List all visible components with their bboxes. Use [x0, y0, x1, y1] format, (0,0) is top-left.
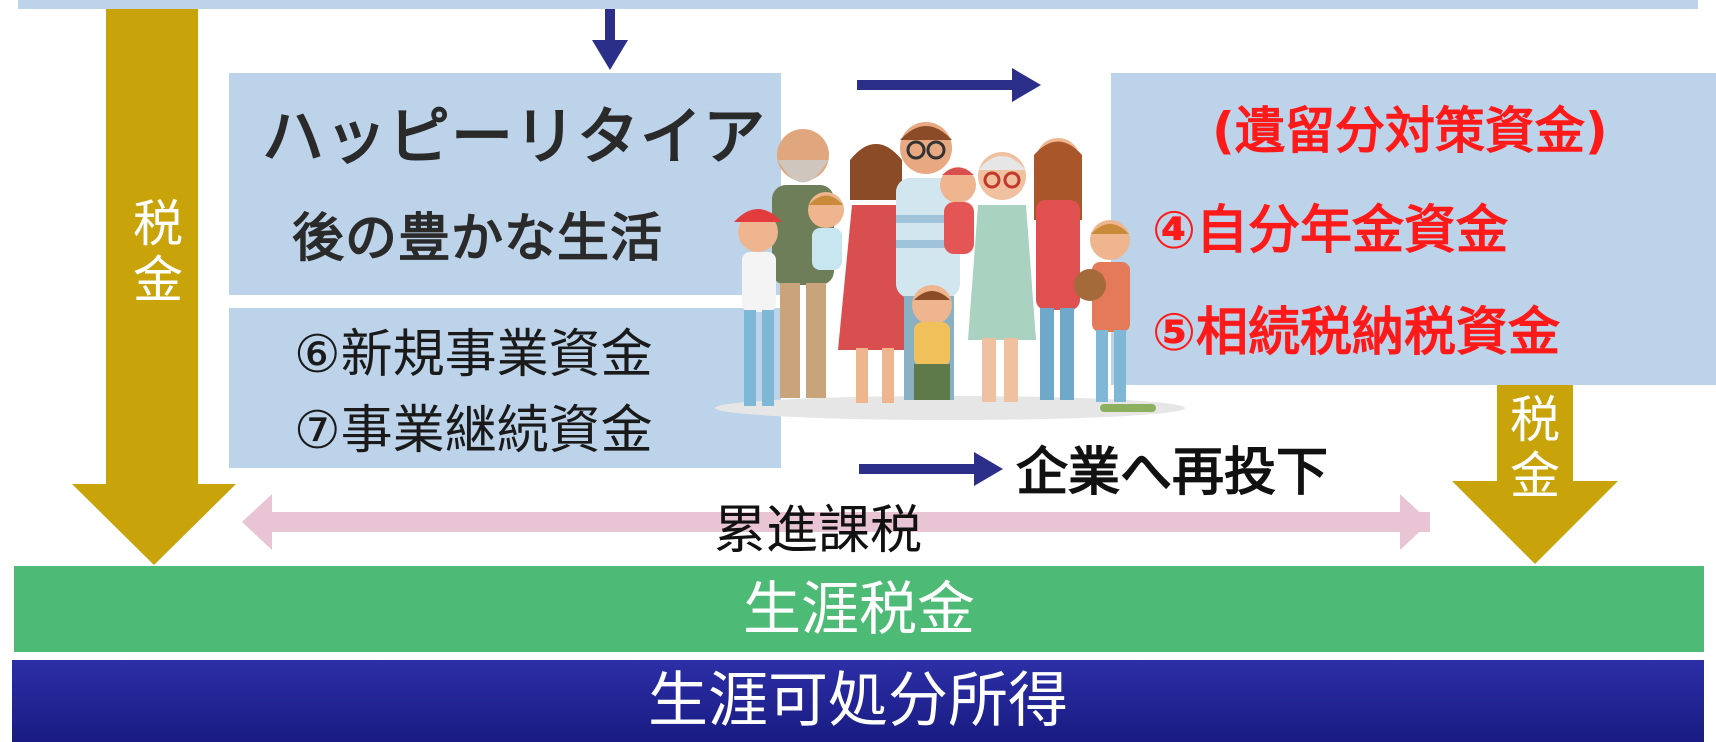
right-arrow-top: [857, 68, 1041, 102]
business-continuation-fund-label: ⑦事業継続資金: [294, 401, 653, 461]
inheritance-tax-fund-label: ⑤相続税納税資金: [1152, 303, 1561, 363]
progressive-tax-double-arrow: [242, 494, 1430, 550]
lifetime-income-bar: 生涯可処分所得: [12, 660, 1704, 742]
retire-panel: [229, 73, 781, 295]
progressive-tax-label: 累進課税: [714, 501, 923, 561]
retire-title-line1: ハッピーリタイア: [262, 100, 767, 173]
retire-title-line2: 後の豊かな生活: [292, 209, 664, 269]
tax-label-left-text: 税金: [133, 195, 183, 309]
legal-reserve-fund-label: (遺留分対策資金): [1212, 102, 1608, 160]
business-fund-panel: [229, 308, 781, 468]
own-pension-fund-label: ④自分年金資金: [1152, 201, 1509, 261]
top-band: [18, 0, 1698, 9]
right-arrow-reinvest: [859, 452, 1003, 486]
reinvest-label: 企業へ再投下: [1016, 443, 1329, 503]
tax-arrow-right: [1452, 385, 1618, 564]
tax-arrow-left: [72, 9, 236, 565]
tax-label-left: 税金: [128, 196, 188, 308]
new-business-fund-label: ⑥新規事業資金: [294, 325, 653, 385]
tax-label-right-text: 税金: [1510, 391, 1560, 505]
tax-label-right: 税金: [1505, 392, 1565, 504]
family-group-illustration: [715, 122, 1185, 420]
inheritance-fund-panel: [1111, 73, 1716, 385]
down-arrow-top: [592, 9, 628, 70]
lifetime-tax-bar: 生涯税金: [14, 566, 1704, 652]
